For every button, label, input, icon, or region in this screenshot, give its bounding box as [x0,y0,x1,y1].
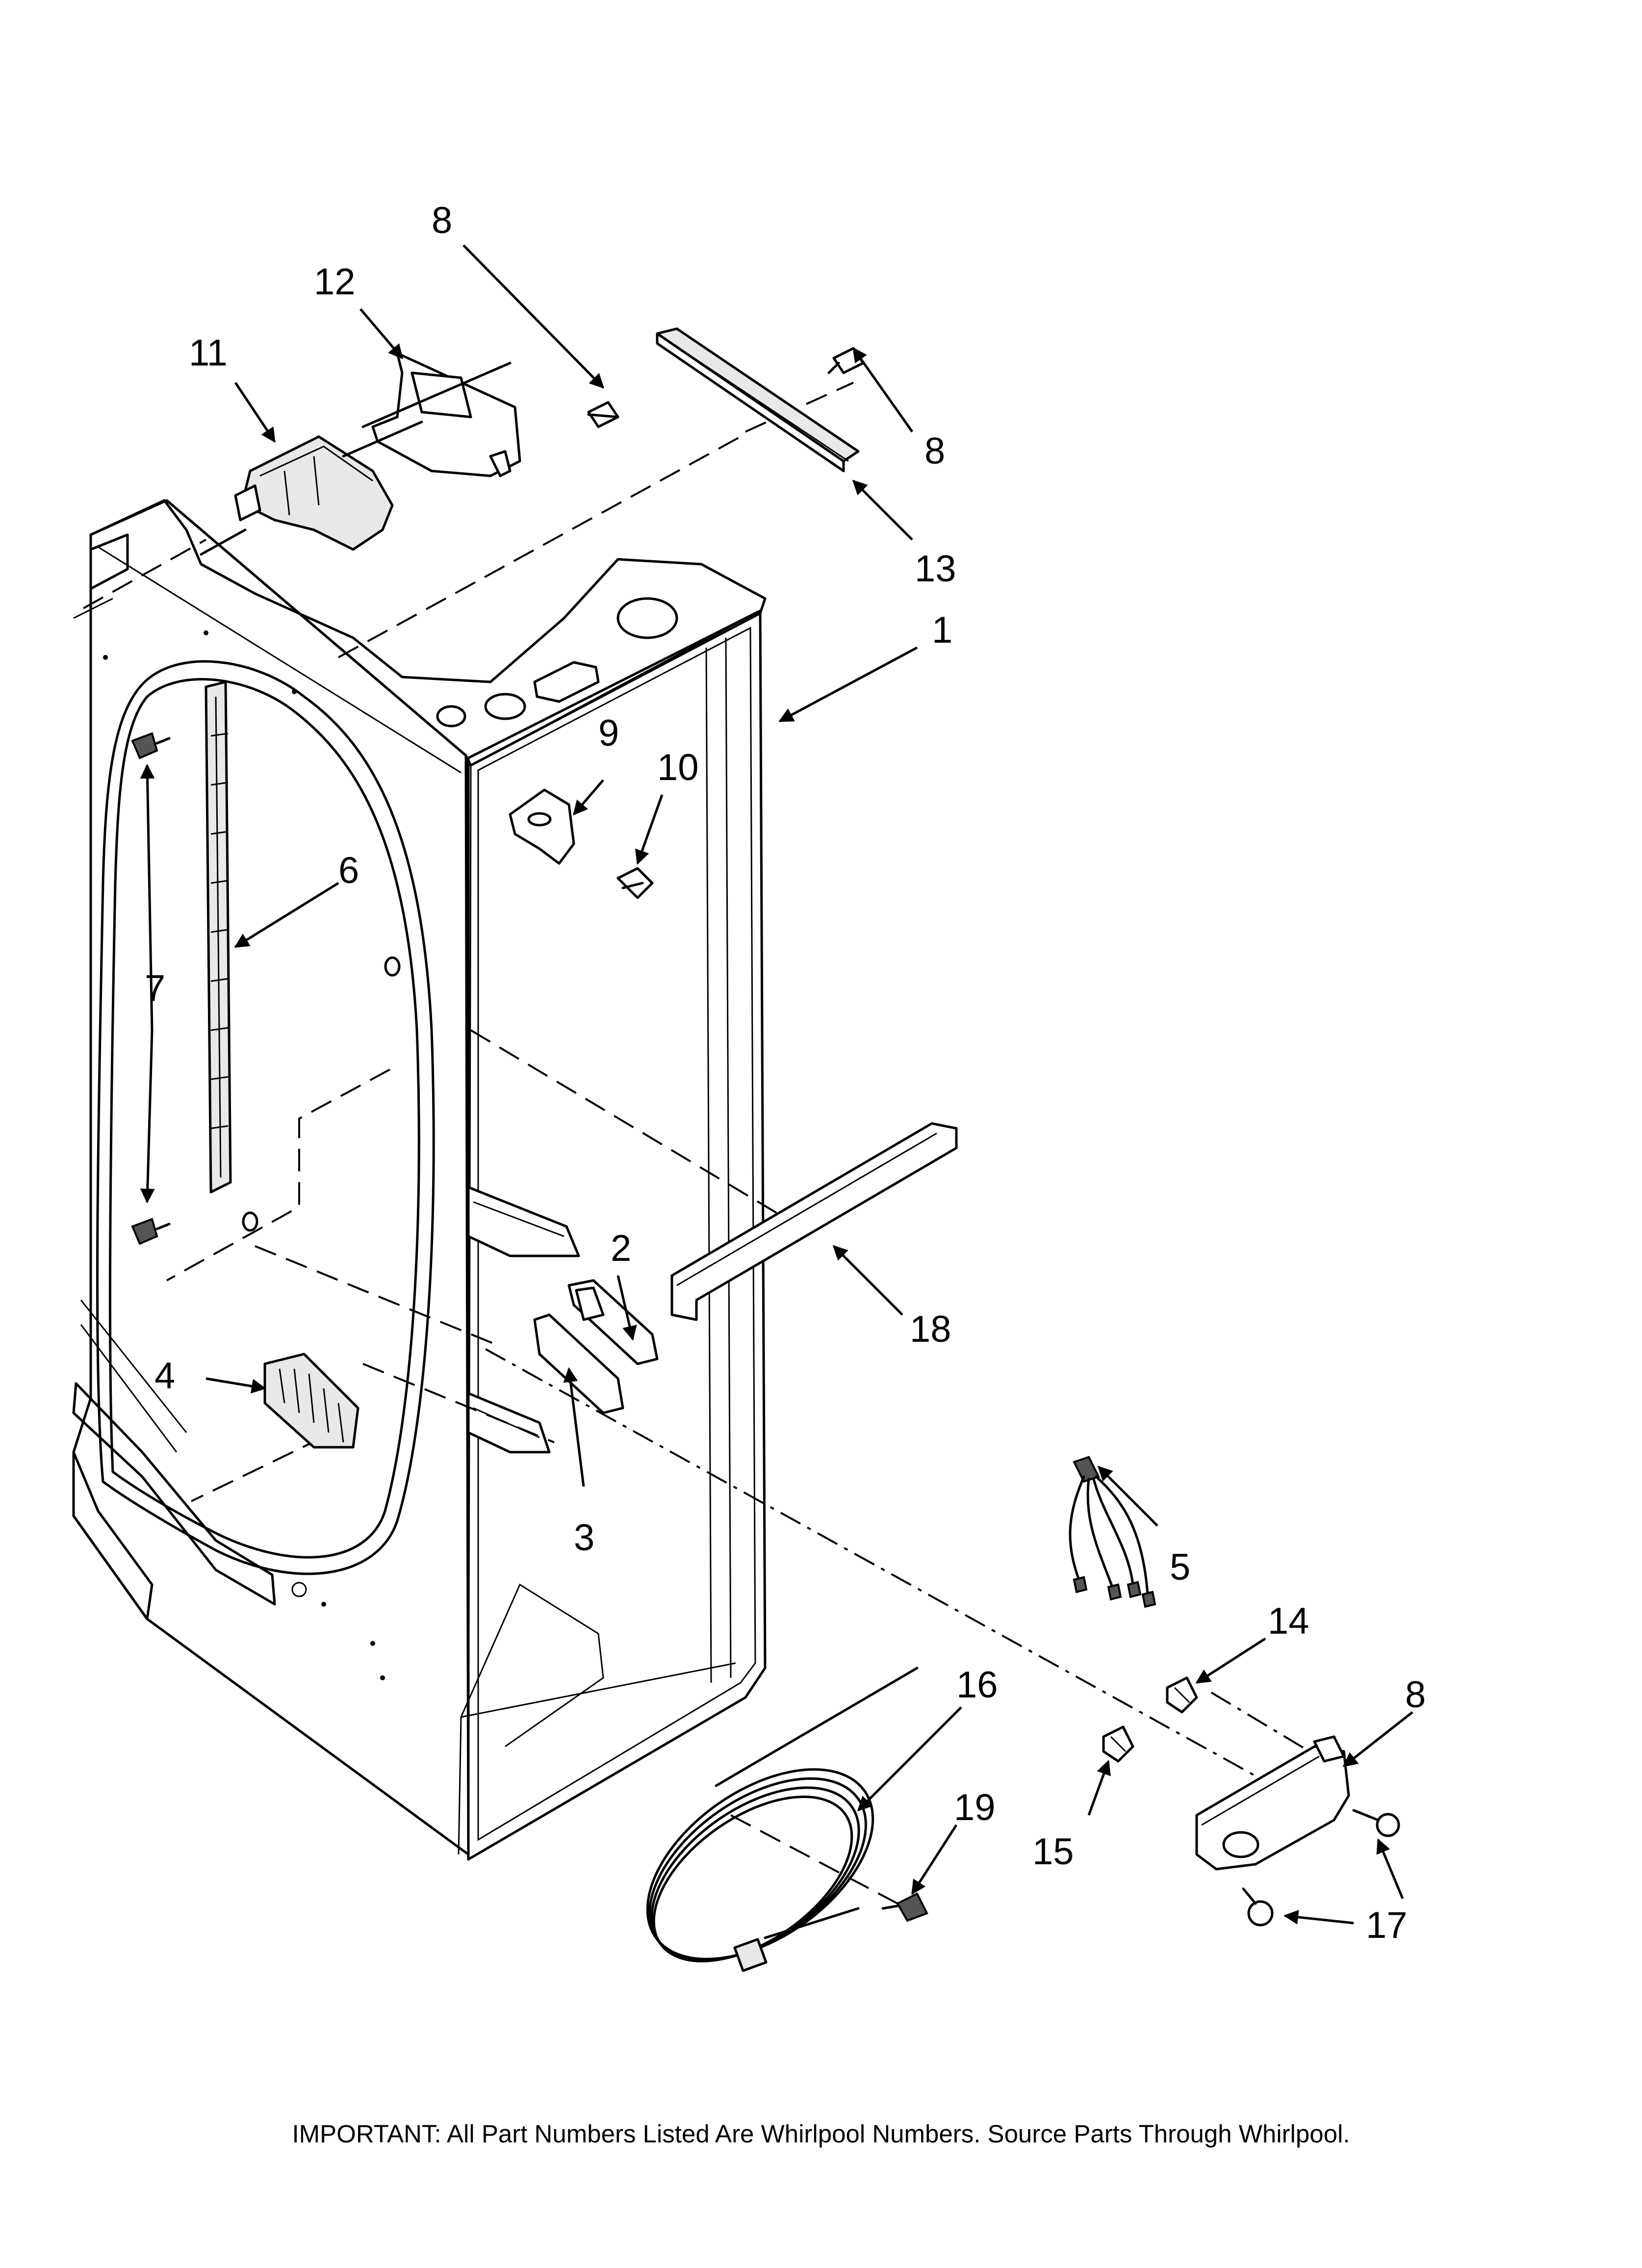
control-housing [200,435,394,556]
top-rail [656,327,860,472]
callout-12: 11 [189,332,228,374]
screw-8b [827,347,865,374]
shelf-ladder [205,680,232,1194]
callout-2: 2 [611,1227,631,1269]
screw-7-bottom [131,1218,171,1245]
callout-5: 5 [1170,1546,1190,1588]
callout-18: 18 [910,1308,951,1350]
bracket-3 [533,1313,624,1414]
bracket-2 [567,1279,659,1365]
footer-note: IMPORTANT: All Part Numbers Listed Are W… [292,2120,1350,2148]
control-bracket [342,352,521,477]
bulb-15a [1166,1676,1198,1714]
callout-19: 19 [954,1787,996,1828]
screw-19 [881,1892,928,1922]
callout-16: 16 [956,1664,998,1706]
callout-15-bottom: 15 [1032,1831,1074,1873]
tubing-coil-16 [646,1667,919,1972]
assembly-lines [83,382,1335,1904]
screw-7-top [131,732,171,759]
callout-4: 4 [154,1355,175,1397]
callout-10: 9 [598,712,619,754]
callout-7: 7 [145,967,165,1009]
callout-15-top: 14 [1268,1600,1309,1642]
screw-11 [616,867,654,899]
callout-labels: 8 12 11 8 13 1 9 10 6 7 2 18 4 3 5 14 8 … [145,200,1426,1946]
callout-14: 13 [915,548,956,590]
callout-8-right: 8 [924,430,945,472]
vent-4 [263,1353,359,1449]
screw-17b [1242,1887,1274,1927]
cabinet-liner [72,499,767,1861]
bulb-15b [1102,1725,1134,1763]
callout-1: 1 [932,609,952,651]
callout-3: 3 [574,1517,594,1559]
light-housing-9 [1195,1735,1350,1871]
callout-17: 17 [1366,1904,1408,1946]
screw-17a [1352,1809,1400,1837]
callout-11: 10 [657,747,699,788]
screw-8a [587,401,619,428]
leader-arrows [140,244,1413,1925]
wire-harness-5 [1069,1456,1156,1608]
callout-8-top: 8 [432,200,452,241]
callout-13: 12 [314,261,356,303]
bracket-10 [509,788,575,865]
callout-6: 6 [338,850,359,891]
cross-rail-18 [670,1122,958,1321]
callout-9: 8 [1405,1674,1426,1716]
